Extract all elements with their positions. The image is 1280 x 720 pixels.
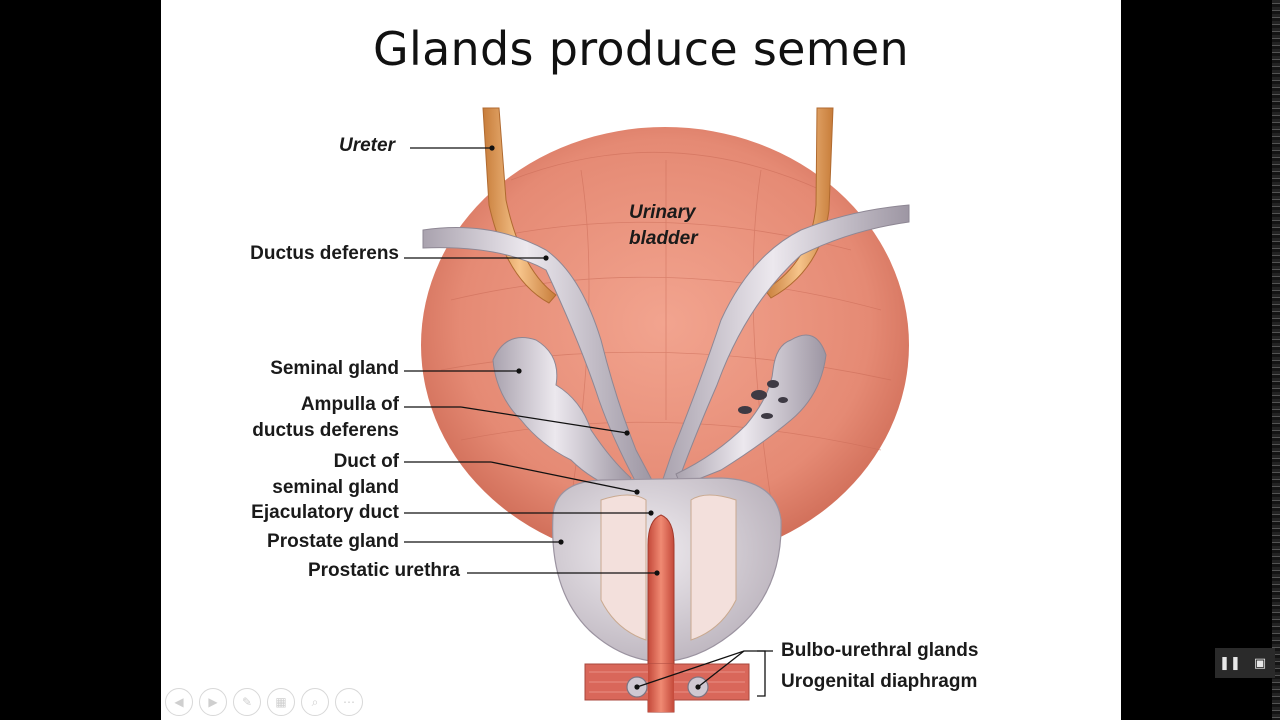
next-slide-button[interactable]: ▶	[199, 688, 227, 716]
previous-slide-button[interactable]: ◀	[165, 688, 193, 716]
pen-icon: ✎	[241, 695, 253, 709]
pen-tool-button[interactable]: ✎	[233, 688, 261, 716]
left-letterbox	[0, 0, 161, 720]
seminal-gland-cross-section-shape	[738, 380, 788, 419]
label-duct-seminal-line2: seminal gland	[272, 477, 399, 498]
window-edge-strip	[1272, 0, 1280, 720]
label-prostatic-urethra: Prostatic urethra	[307, 560, 460, 581]
pause-icon: ❚❚	[1219, 655, 1241, 671]
right-letterbox	[1121, 0, 1280, 720]
video-player-controls: ❚❚ ▣	[1215, 648, 1275, 678]
zoom-icon: ⌕	[311, 694, 319, 709]
label-ureter: Ureter	[339, 135, 395, 156]
label-ductus-deferens: Ductus deferens	[250, 243, 399, 264]
next-icon: ▶	[208, 695, 218, 709]
picture-in-picture-button[interactable]: ▣	[1249, 653, 1271, 673]
more-icon: ⋯	[343, 695, 355, 709]
see-all-slides-button[interactable]: ▦	[267, 688, 295, 716]
zoom-button[interactable]: ⌕	[301, 688, 329, 716]
slide-title: Glands produce semen	[373, 22, 909, 76]
seminal-gland-left-shape	[492, 337, 632, 493]
presentation-slide: Glands produce semen	[161, 0, 1121, 720]
label-ampulla-line2: ductus deferens	[252, 420, 399, 441]
label-duct-seminal-line1: Duct of	[333, 451, 399, 472]
label-urogenital-diaphragm: Urogenital diaphragm	[781, 671, 978, 692]
label-seminal-gland: Seminal gland	[270, 358, 399, 379]
slides-icon: ▦	[275, 695, 287, 709]
more-options-button[interactable]: ⋯	[335, 688, 363, 716]
label-urinary-bladder-line2: bladder	[629, 228, 698, 249]
label-bulbo-urethral-glands: Bulbo-urethral glands	[781, 640, 979, 661]
male-reproductive-anatomy-illustration	[404, 107, 910, 713]
label-prostate-gland: Prostate gland	[267, 531, 399, 552]
label-ampulla-line1: Ampulla of	[300, 394, 399, 415]
label-leader-lines	[404, 147, 773, 697]
previous-icon: ◀	[174, 695, 184, 709]
picture-in-picture-icon: ▣	[1253, 655, 1267, 671]
slide-navigation-controls: ◀ ▶ ✎ ▦ ⌕ ⋯	[165, 688, 363, 716]
pause-button[interactable]: ❚❚	[1219, 653, 1241, 673]
label-ejaculatory-duct: Ejaculatory duct	[251, 502, 399, 523]
prostatic-urethra-shape	[647, 514, 675, 713]
label-urinary-bladder-line1: Urinary	[629, 202, 696, 223]
